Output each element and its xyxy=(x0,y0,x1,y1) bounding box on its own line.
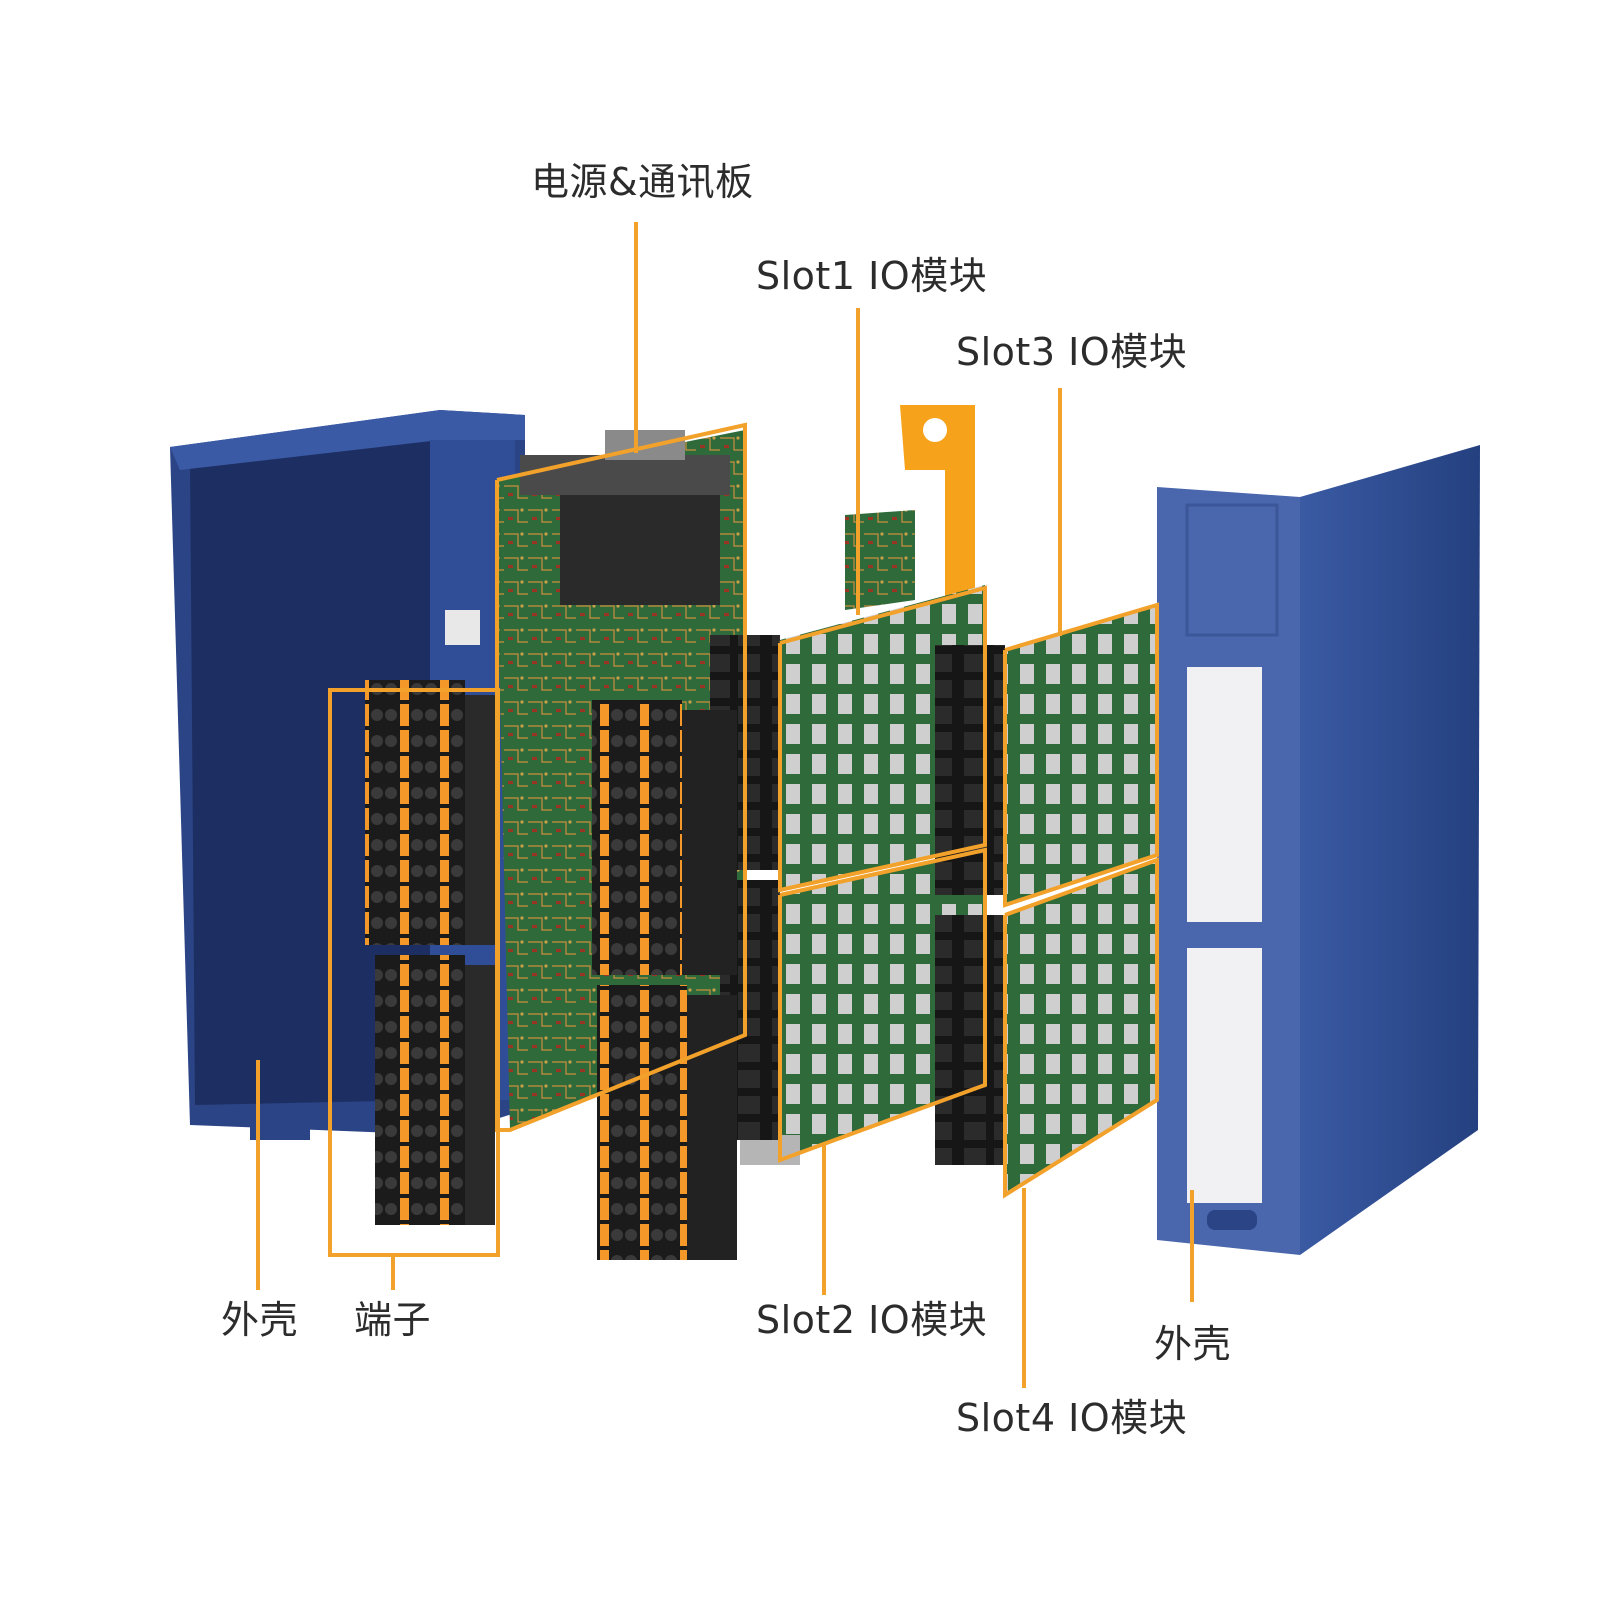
callout-frame-terminal xyxy=(328,688,500,1257)
callout-frame-slot2 xyxy=(778,847,987,1163)
label-housing-left: 外壳 xyxy=(221,1298,299,1342)
housing-right-icon xyxy=(1157,445,1480,1255)
label-slot3-io-module: Slot3 IO模块 xyxy=(956,330,1188,374)
latch-icon xyxy=(900,405,975,600)
callout-frames xyxy=(328,422,1159,1257)
terminal-block-icon xyxy=(365,680,737,1260)
io-module-slot1-icon xyxy=(780,510,985,890)
label-slot4-io-module: Slot4 IO模块 xyxy=(956,1396,1188,1440)
label-housing-right: 外壳 xyxy=(1154,1322,1232,1366)
callout-frame-slot1 xyxy=(778,585,987,893)
label-slot2-io-module: Slot2 IO模块 xyxy=(756,1298,988,1342)
callout-frame-slot3 xyxy=(1003,602,1159,908)
io-module-slot4-icon xyxy=(1005,860,1157,1195)
callout-frame-slot4 xyxy=(1003,857,1159,1199)
io-module-slot2-icon xyxy=(740,850,985,1165)
callout-lines xyxy=(256,222,1194,1388)
label-terminal: 端子 xyxy=(354,1298,432,1342)
label-slot1-io-module: Slot1 IO模块 xyxy=(756,254,988,298)
label-power-comm-board: 电源&通讯板 xyxy=(531,160,754,204)
io-module-slot3-icon xyxy=(1005,605,1157,905)
